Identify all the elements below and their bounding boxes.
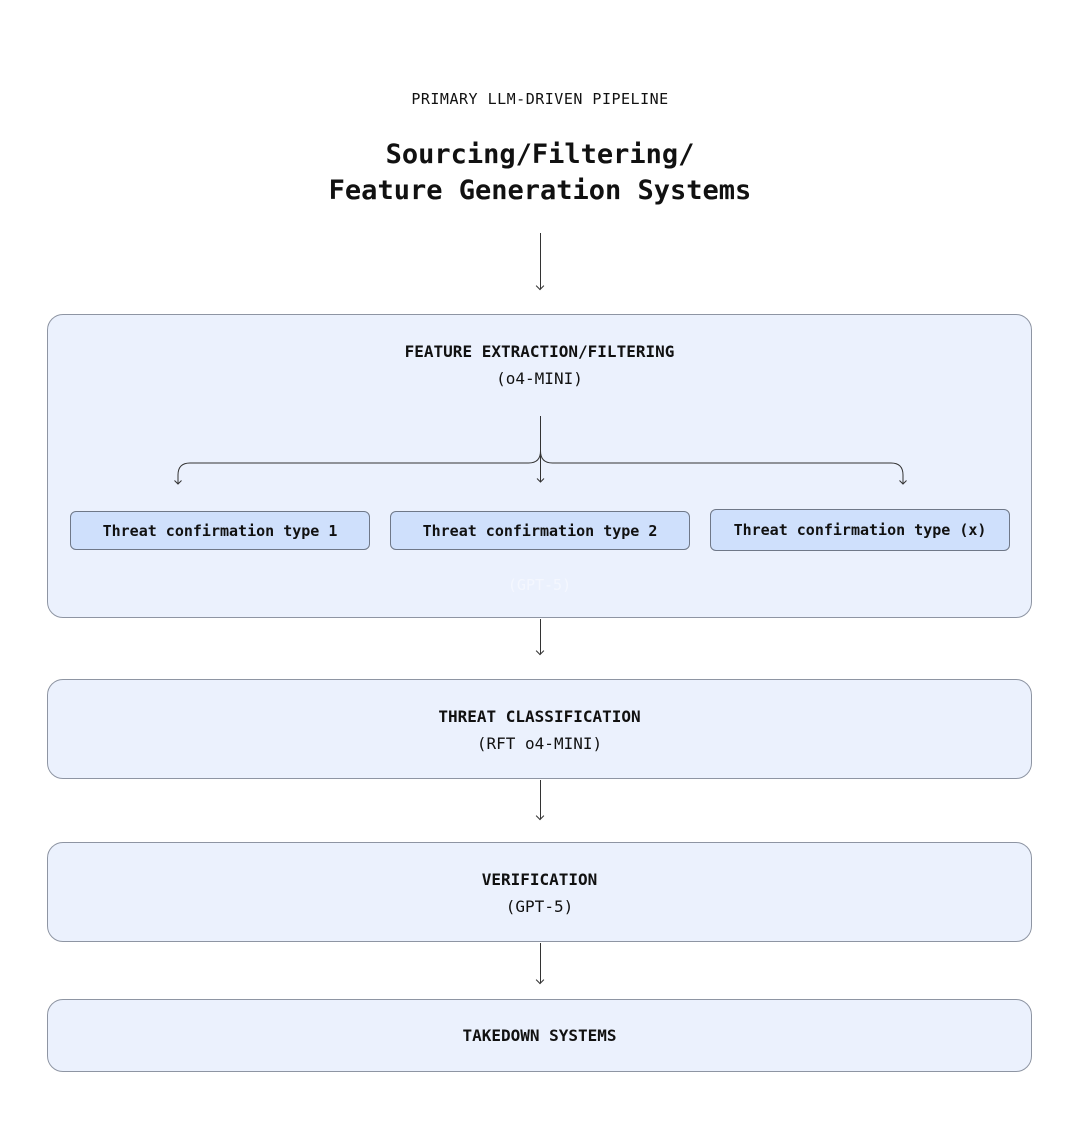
arrow-to-takedown [540, 943, 541, 983]
stage-threat-classification: THREAT CLASSIFICATION (RFT o4-MINI) [47, 679, 1032, 779]
threat-type-2-box: Threat confirmation type 2 [390, 511, 690, 550]
threat-types-model-label: (GPT-5) [507, 576, 572, 594]
stage-verification-model: (GPT-5) [505, 897, 574, 916]
stage-feature-extraction-title: FEATURE EXTRACTION/FILTERING [404, 342, 675, 361]
threat-type-x-box: Threat confirmation type (x) [710, 509, 1010, 551]
arrow-to-threat-classification [540, 619, 541, 654]
branch-connector [174, 416, 907, 485]
stage-verification: VERIFICATION (GPT-5) [47, 842, 1032, 942]
stage-feature-extraction-model: (o4-MINI) [496, 369, 583, 388]
branch-right [540, 450, 904, 484]
stage-takedown-systems: TAKEDOWN SYSTEMS [47, 999, 1032, 1072]
stage-takedown-systems-title: TAKEDOWN SYSTEMS [462, 1026, 617, 1045]
threat-type-1-box: Threat confirmation type 1 [70, 511, 370, 550]
arrowhead-middle [536, 478, 545, 483]
arrowhead-right [899, 480, 907, 485]
diagram-title-line-1: Sourcing/Filtering/ [385, 139, 695, 170]
diagram-title-line-2: Feature Generation Systems [328, 175, 752, 206]
arrowhead-left [174, 480, 182, 485]
stage-threat-classification-model: (RFT o4-MINI) [476, 734, 603, 753]
arrow-to-verification [540, 780, 541, 819]
diagram-title: Sourcing/Filtering/ Feature Generation S… [0, 137, 1080, 209]
stage-threat-classification-title: THREAT CLASSIFICATION [438, 707, 641, 726]
stage-verification-title: VERIFICATION [481, 870, 598, 889]
branch-left [177, 450, 541, 484]
eyebrow-label: PRIMARY LLM-DRIVEN PIPELINE [411, 90, 669, 108]
arrow-to-feature-extraction [540, 233, 541, 289]
stage-feature-extraction: FEATURE EXTRACTION/FILTERING (o4-MINI) T… [47, 314, 1032, 618]
